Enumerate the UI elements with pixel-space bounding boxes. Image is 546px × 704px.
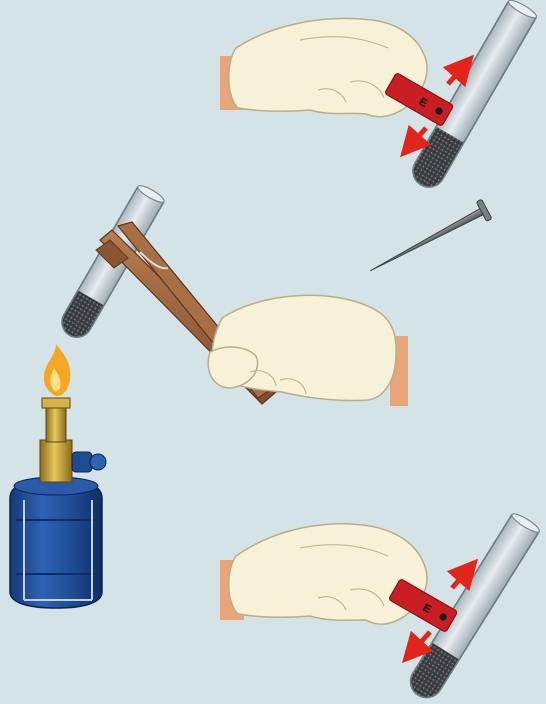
gas-burner-icon xyxy=(10,398,106,608)
gloved-hand-icon xyxy=(220,18,427,116)
iron-nail-icon xyxy=(365,199,492,280)
gloved-hand-icon xyxy=(208,295,408,406)
flame-icon xyxy=(44,344,70,396)
gloved-hand-icon xyxy=(220,524,427,624)
